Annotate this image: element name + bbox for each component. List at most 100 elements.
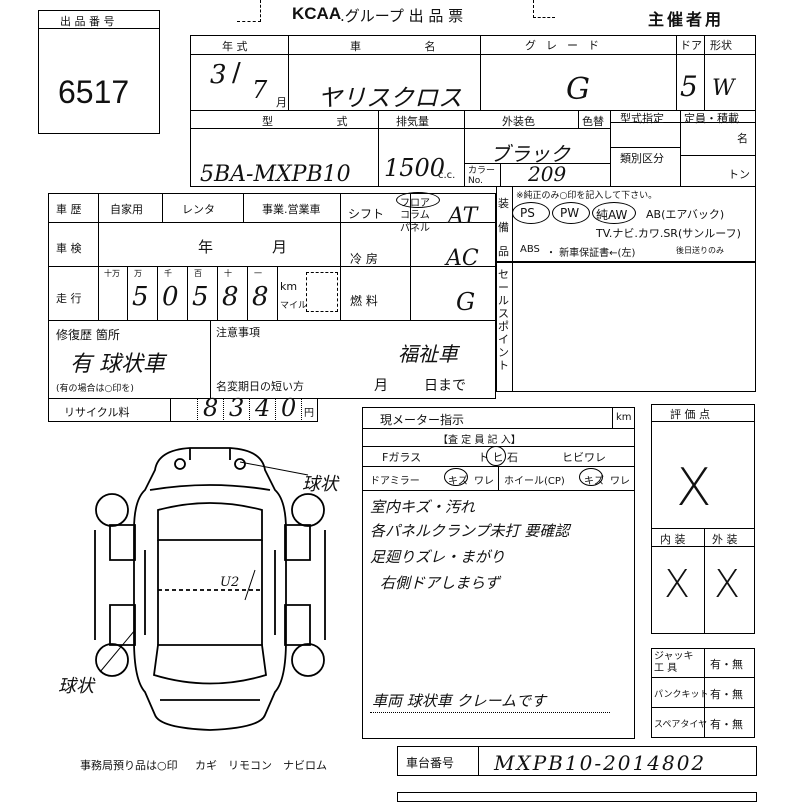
- displacement-value: 1500: [384, 154, 446, 182]
- equipment-ps-circle: [512, 202, 550, 224]
- mirror-crack: ワレ: [474, 476, 494, 487]
- type-designation-label: 型式指定: [620, 112, 664, 125]
- equipment-label: 装備品: [498, 197, 509, 258]
- equipment-warranty: ・ 新車保証書←(左): [546, 248, 636, 259]
- recycle-fee-unit: 円: [304, 408, 314, 419]
- glass-front: Fガラス: [382, 451, 422, 464]
- shift-circle: [396, 192, 440, 208]
- color-change-label: 色替: [582, 115, 604, 128]
- equipment-later-note: 後日送りのみ: [676, 246, 724, 255]
- recycle-digit-cell: 8: [198, 394, 224, 422]
- notes-label: 注意事項: [216, 326, 260, 339]
- model-value: 5BA-MXPB10: [200, 162, 351, 187]
- equipment-note: ※純正のみ○印を記入して下さい。: [516, 191, 658, 201]
- damage-mark-right: 球状: [302, 474, 338, 495]
- repair-note: (有の場合は○印を): [56, 384, 134, 394]
- equipment-aw-circle: [592, 202, 636, 224]
- interior-label: 内 装: [660, 533, 686, 546]
- puncture-kit-value: 有・無: [710, 688, 743, 701]
- chassis-label: 車台番号: [406, 756, 455, 770]
- glass-chip-circle: [486, 446, 506, 466]
- inspection-note-1: 室内キズ・汚れ: [370, 498, 476, 516]
- equipment-pw-circle: [552, 202, 590, 224]
- doors-value: 5: [680, 70, 698, 103]
- footer-item-key: カギ: [195, 759, 217, 772]
- month-unit: 月: [276, 96, 287, 109]
- mileage-unit-label: 百: [194, 269, 202, 278]
- equipment-ab: AB(エアバック): [646, 208, 725, 221]
- equipment-box: [496, 186, 756, 262]
- mirror-scratch-circle: [444, 468, 468, 486]
- car-name-value: ヤリスクロス: [318, 84, 462, 112]
- inspection-year-unit: 年: [198, 238, 214, 256]
- lot-number: 6517: [58, 74, 130, 110]
- ac-label: 冷 房: [350, 252, 378, 266]
- mileage-digit: 0: [162, 282, 179, 312]
- displacement-label: 排気量: [396, 115, 429, 128]
- chassis-value: MXPB10-2014802: [494, 751, 707, 775]
- score-value: X: [676, 458, 712, 518]
- history-option-private: 自家用: [110, 203, 143, 216]
- fuel-value: G: [456, 288, 476, 316]
- mileage-digit: 8: [222, 282, 239, 312]
- color-value: ブラック: [490, 142, 570, 166]
- recycle-digit: 3: [229, 394, 245, 422]
- shift-option-column: コラム: [400, 210, 430, 221]
- displacement-unit: c.c.: [438, 170, 456, 181]
- repair-value: 有 球状車: [70, 352, 165, 377]
- recycle-digit: 4: [255, 394, 271, 422]
- inspection-note-4: 右側ドアしまらず: [380, 574, 500, 592]
- exterior-label: 外 装: [712, 533, 738, 546]
- jack-value: 有・無: [710, 658, 743, 671]
- capacity-ton-unit: トン: [728, 168, 750, 181]
- recycle-fee-box: [48, 398, 318, 422]
- recycle-digit-cell: 0: [276, 394, 302, 422]
- capacity-label: 定員・積載: [684, 112, 739, 125]
- spare-tire-label: スペアタイヤ: [654, 720, 708, 730]
- shift-option-panel: パネル: [400, 223, 430, 234]
- class-label: 類別区分: [620, 152, 664, 165]
- brand-logo: KCAA: [292, 4, 342, 23]
- footer-item-remote: リモコン: [228, 759, 272, 772]
- model-label: 型 式: [262, 115, 378, 128]
- damage-mark-u2: U2: [220, 575, 240, 590]
- puncture-kit-label: パンクキット: [654, 690, 709, 700]
- mileage-mile: マイル: [280, 301, 308, 311]
- glass-crack: ヒビワレ: [562, 451, 606, 464]
- history-option-rental: レンタ: [182, 203, 215, 216]
- header-bracket-right: [533, 0, 555, 18]
- spare-tire-value: 有・無: [710, 718, 743, 731]
- inspection-summary: 車両 球状車 クレームです: [372, 692, 547, 710]
- recycle-digit: 8: [203, 394, 219, 422]
- capacity-person-unit: 名: [737, 132, 748, 145]
- footer-item-navi-rom: ナビロム: [283, 759, 327, 772]
- sales-point-box: [496, 262, 756, 392]
- chassis-box: [397, 746, 757, 776]
- shift-value: AT: [448, 204, 478, 229]
- group-title: .グループ 出 品 票: [340, 7, 464, 25]
- year-value: 3: [210, 60, 227, 90]
- car-name-label: 車 名: [350, 40, 466, 53]
- car-diagram: [94, 447, 326, 731]
- wheel-label: ホイール(CP): [504, 476, 565, 487]
- repair-label: 修復歴 箇所: [56, 328, 120, 342]
- year-slash: /: [232, 58, 241, 88]
- inspection-note-2: 各パネルクランプ未打 要確認: [370, 522, 570, 540]
- notes-value: 福祉車: [398, 342, 458, 366]
- lot-number-label: 出 品 番 号: [60, 15, 115, 28]
- recycle-fee-label: リサイクル料: [64, 406, 130, 419]
- mileage-digit: 8: [252, 282, 269, 312]
- year-label: 年 式: [222, 40, 248, 53]
- mileage-unit-label: 千: [164, 269, 172, 278]
- mileage-digit: 5: [192, 282, 209, 312]
- interior-value: X: [664, 562, 691, 606]
- wheel-crack: ワレ: [610, 476, 630, 487]
- inspection-note-3: 足廻りズレ・まがり: [370, 548, 506, 566]
- damage-mark-left: 球状: [58, 676, 94, 697]
- history-option-business: 事業.営業車: [262, 203, 321, 216]
